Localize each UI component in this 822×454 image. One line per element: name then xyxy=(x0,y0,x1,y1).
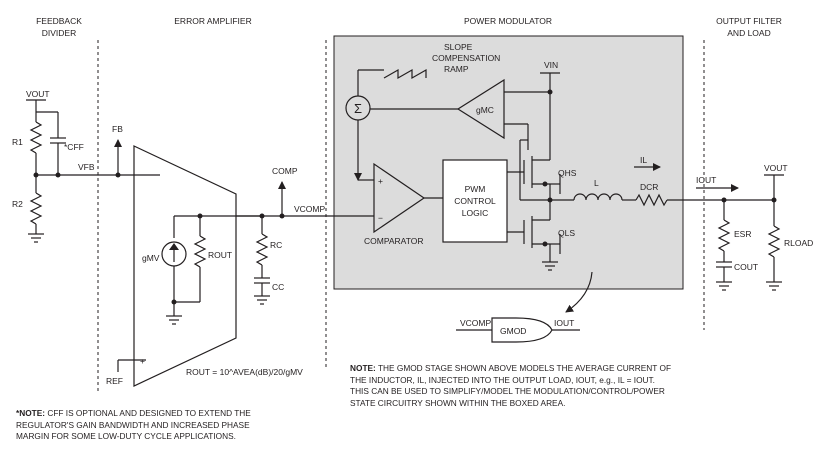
rc-label: RC xyxy=(270,240,282,250)
rout-formula: ROUT = 10^AVEA(dB)/20/gMV xyxy=(186,367,303,377)
error-amplifier: FB − + REF gMV ROUT ROUT = 10^AVEA(dB)/2… xyxy=(106,124,303,387)
gmod-note-line4: STATE CIRCUITRY SHOWN WITHIN THE BOXED A… xyxy=(350,397,566,408)
transconductance-amplifier xyxy=(133,145,237,387)
section-headers: FEEDBACK DIVIDER ERROR AMPLIFIER POWER M… xyxy=(36,16,782,38)
gmc-amplifier xyxy=(456,78,505,140)
rload-label: RLOAD xyxy=(784,238,813,248)
rout-resistor xyxy=(193,235,207,268)
ground-icon xyxy=(166,315,182,325)
qls-label: QLS xyxy=(558,228,575,238)
gmod-note-line1: THE GMOD STAGE SHOWN ABOVE MODELS THE AV… xyxy=(377,363,672,373)
gmod-note-line3: THIS CAN BE USED TO SIMPLIFY/MODEL THE M… xyxy=(350,386,665,396)
ground-icon xyxy=(28,233,44,243)
qhs-mosfet-icon xyxy=(523,150,561,200)
sawtooth-ramp-icon xyxy=(383,68,427,80)
pwm-control-logic-block xyxy=(442,159,508,243)
rload-resistor xyxy=(767,225,781,258)
section-dividers xyxy=(97,40,705,392)
qhs-label: QHS xyxy=(558,168,577,178)
esr-label: ESR xyxy=(734,229,751,239)
gmod-note-label: NOTE: xyxy=(350,363,376,373)
gmc-label: gMC xyxy=(476,105,494,115)
section-feedback-divider-line1: FEEDBACK xyxy=(36,16,82,26)
r1-resistor xyxy=(29,121,43,154)
vfb-label: VFB xyxy=(78,162,95,172)
comp-label: COMP xyxy=(272,166,298,176)
r2-resistor xyxy=(29,192,43,225)
cff-note-line3: MARGIN FOR SOME LOW-DUTY CYCLE APPLICATI… xyxy=(16,431,236,441)
cff-label: *CFF xyxy=(64,142,84,152)
dcr-label: DCR xyxy=(640,182,658,192)
gmod-model: VCOMP GMOD IOUT xyxy=(456,271,593,343)
cout-label: COUT xyxy=(734,262,758,272)
inductor-label: L xyxy=(594,178,599,188)
fb-label: FB xyxy=(112,124,123,134)
esr-resistor xyxy=(717,219,731,252)
inductor-icon xyxy=(573,193,623,201)
pwm-label-line2: CONTROL xyxy=(454,196,496,206)
gmod-arrow-icon xyxy=(565,271,593,313)
section-power-modulator: POWER MODULATOR xyxy=(464,16,552,26)
rout-label: ROUT xyxy=(208,250,232,260)
gmod-note-line2: THE INDUCTOR, IL, INJECTED INTO THE OUTP… xyxy=(350,374,655,385)
sigma-label: Σ xyxy=(354,101,362,116)
pwm-label-line3: LOGIC xyxy=(462,208,488,218)
amp-plus-label: + xyxy=(140,356,145,366)
qls-mosfet-icon xyxy=(523,214,561,262)
comparator-minus: − xyxy=(378,213,383,223)
compensation-network: COMP VCOMP RC CC xyxy=(236,166,374,305)
feedback-divider: VOUT R1 R2 *CFF VFB xyxy=(12,89,160,243)
vout-left-label: VOUT xyxy=(26,89,50,99)
slope-label-line3: RAMP xyxy=(444,64,469,74)
section-error-amplifier: ERROR AMPLIFIER xyxy=(174,16,251,26)
section-output-filter-line1: OUTPUT FILTER xyxy=(716,16,782,26)
comparator-label: COMPARATOR xyxy=(364,236,424,246)
cff-note-line2: REGULATOR'S GAIN BANDWIDTH AND INCREASED… xyxy=(16,419,250,430)
vin-label: VIN xyxy=(544,60,558,70)
ground-icon xyxy=(542,261,558,271)
gmod-note: NOTE: THE GMOD STAGE SHOWN ABOVE MODELS … xyxy=(350,363,702,409)
ground-icon xyxy=(716,281,732,291)
cff-note: *NOTE: CFF IS OPTIONAL AND DESIGNED TO E… xyxy=(16,408,296,443)
cff-note-label: *NOTE: xyxy=(16,408,46,418)
rc-resistor xyxy=(255,233,269,266)
ground-icon xyxy=(766,281,782,291)
iout-label: IOUT xyxy=(696,175,716,185)
r1-label: R1 xyxy=(12,137,23,147)
power-modulator: SLOPE COMPENSATION RAMP Σ gMC + − COMPAR… xyxy=(345,42,684,271)
section-output-filter-line2: AND LOAD xyxy=(727,28,770,38)
gmv-label: gMV xyxy=(142,253,160,263)
gmod-iout-label: IOUT xyxy=(554,318,574,328)
vout-right-label: VOUT xyxy=(764,163,788,173)
comparator-triangle xyxy=(373,162,426,234)
cff-note-line1: CFF IS OPTIONAL AND DESIGNED TO EXTEND T… xyxy=(47,408,251,418)
gmod-block xyxy=(491,317,553,343)
r2-label: R2 xyxy=(12,199,23,209)
amp-minus-label: − xyxy=(140,170,145,180)
dcr-resistor xyxy=(635,193,668,207)
gmod-vcomp-label: VCOMP xyxy=(460,318,492,328)
slope-label-line1: SLOPE xyxy=(444,42,473,52)
vcomp-label: VCOMP xyxy=(294,204,326,214)
section-feedback-divider-line2: DIVIDER xyxy=(42,28,76,38)
cc-label: CC xyxy=(272,282,284,292)
pwm-label-line1: PWM xyxy=(465,184,486,194)
il-label: IL xyxy=(640,155,647,165)
ground-icon xyxy=(254,295,270,305)
power-modulator-box xyxy=(333,35,684,290)
output-filter: IOUT ESR COUT VOUT RLOAD xyxy=(684,163,813,291)
comparator-plus: + xyxy=(378,176,383,186)
slope-label-line2: COMPENSATION xyxy=(432,53,500,63)
gmod-label: GMOD xyxy=(500,326,526,336)
ref-label: REF xyxy=(106,376,123,386)
